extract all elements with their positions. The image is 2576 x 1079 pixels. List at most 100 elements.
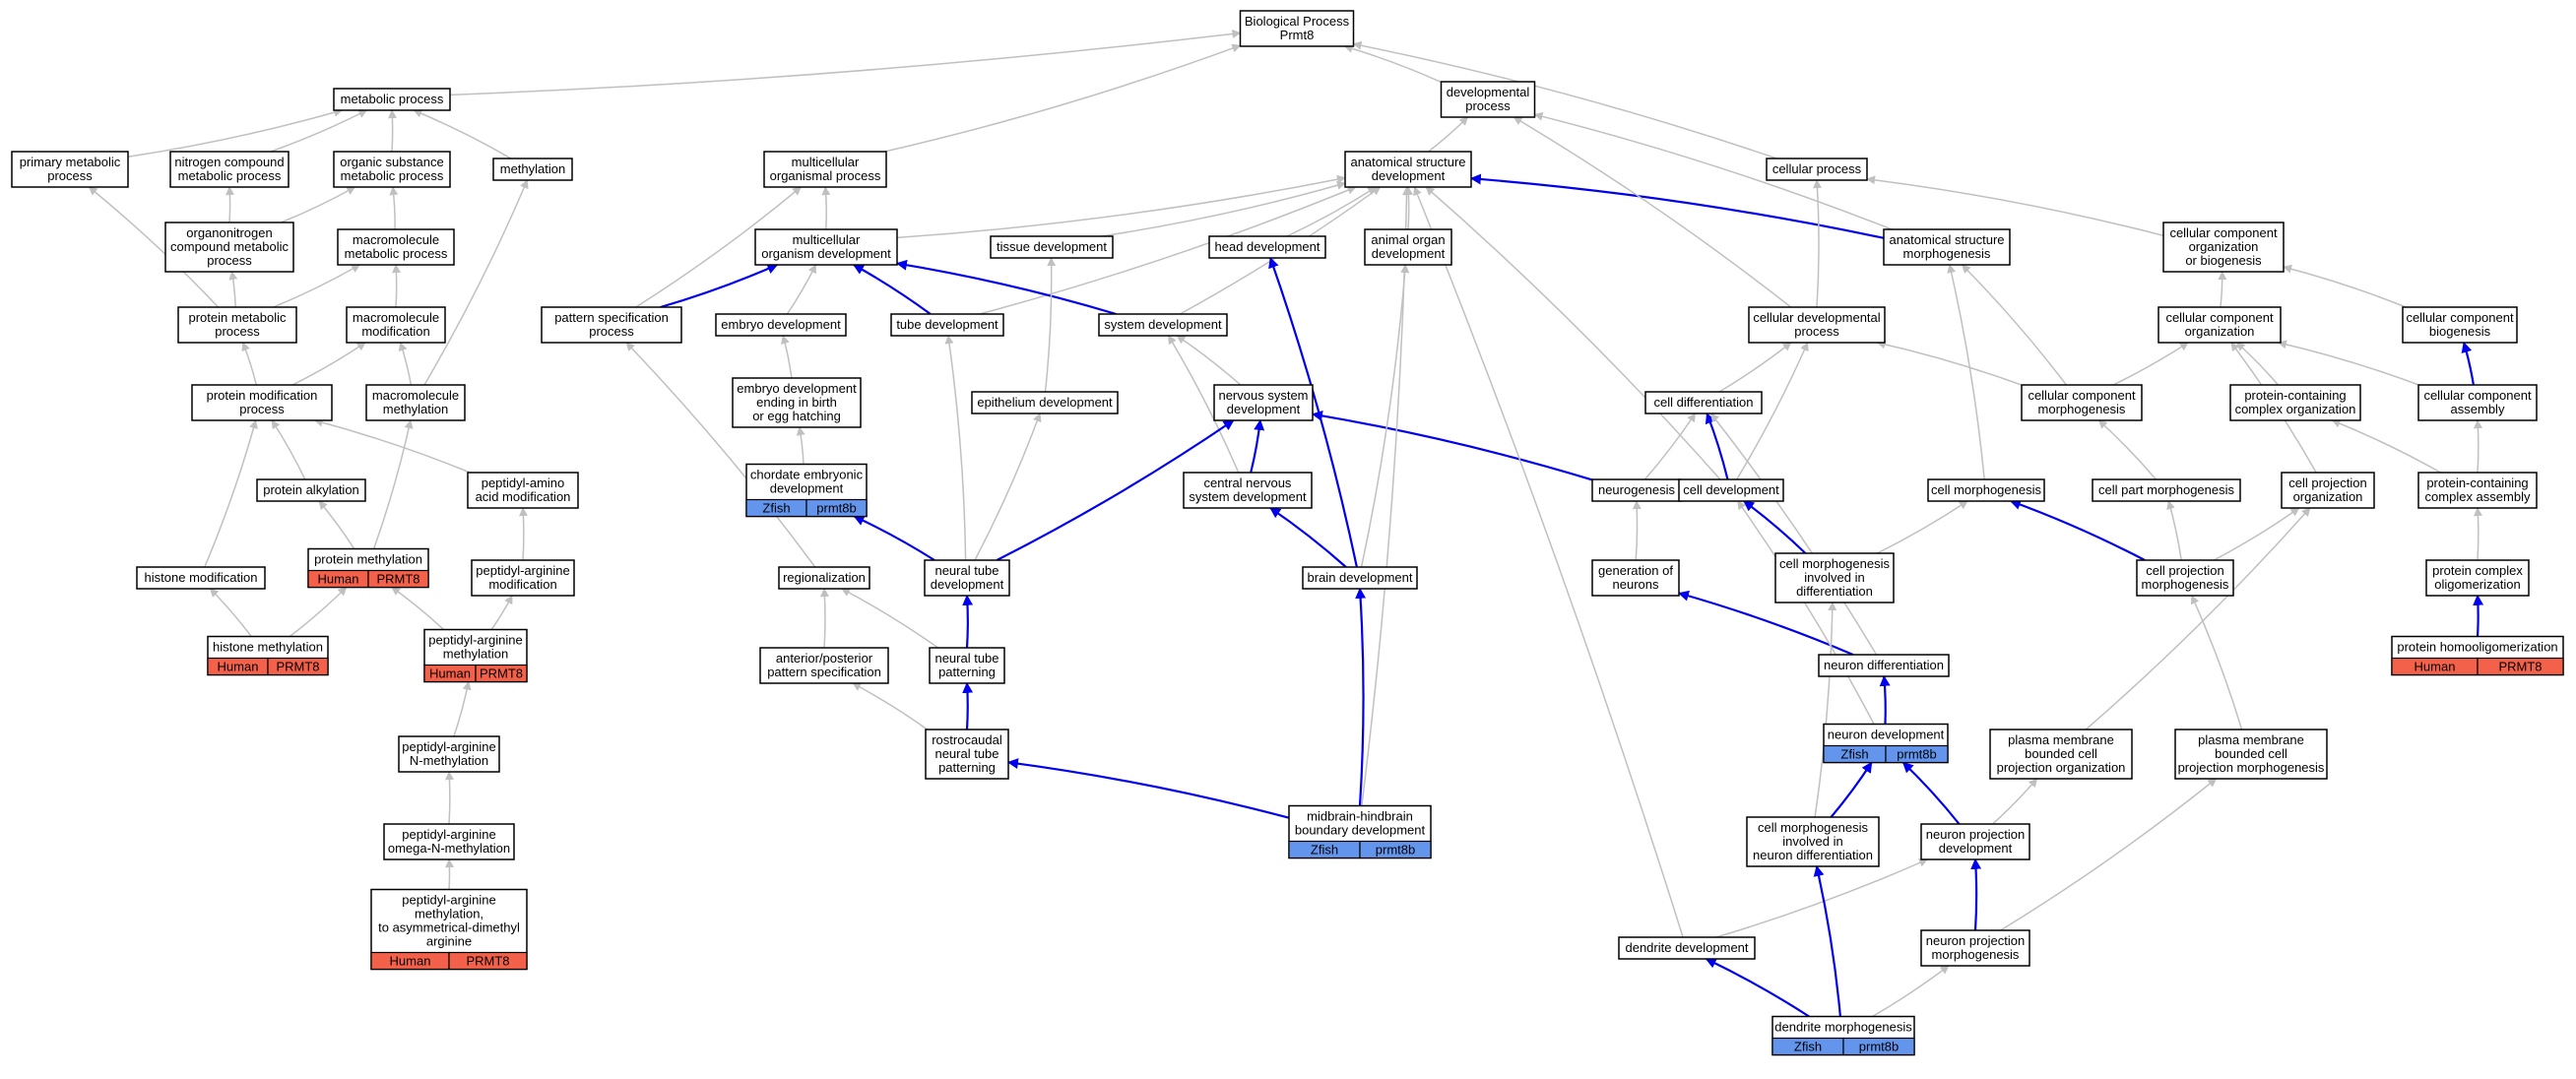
node-cell-development[interactable]: cell development <box>1678 478 1784 502</box>
node-label-line: anatomical structure <box>1350 155 1465 169</box>
node-box <box>2281 472 2375 509</box>
node-cell-part-morphogenesis[interactable]: cell part morphogenesis <box>2092 478 2241 502</box>
node-tissue-dev[interactable]: tissue development <box>990 235 1114 259</box>
node-label-line: morphogenesis <box>1903 246 1991 261</box>
node-embryo-dev[interactable]: embryo development <box>715 313 847 337</box>
node-box <box>1920 823 2030 860</box>
edge-cell_morphogenesis-to-anatomical_structure_morph <box>1947 264 1985 480</box>
edge-central_nervous_system_dev-to-nervous_system_dev <box>1250 418 1265 474</box>
node-box <box>346 306 446 344</box>
node-brain-dev[interactable]: brain development <box>1302 566 1418 590</box>
node-box <box>333 88 451 111</box>
node-histone-modification[interactable]: histone modification <box>136 566 266 590</box>
node-regionalization[interactable]: regionalization <box>778 566 870 590</box>
node-head-dev[interactable]: head development <box>1208 235 1326 259</box>
node-label-line: neuron differentiation <box>1824 658 1944 672</box>
node-box <box>398 735 500 773</box>
node-label-line: macromolecule <box>372 388 459 403</box>
node-label-line: modification <box>361 324 429 339</box>
node-label-line: pattern specification <box>554 310 669 325</box>
node-label-line: plasma membrane <box>2198 732 2304 747</box>
node-system-dev[interactable]: system development <box>1098 313 1228 337</box>
node-label-line: bounded cell <box>2025 746 2097 761</box>
node-box <box>2425 559 2530 597</box>
node-neuron-differentiation[interactable]: neuron differentiation <box>1818 654 1950 677</box>
node-methylation[interactable]: methylation <box>492 158 573 181</box>
node-label-line: cell part morphogenesis <box>2098 482 2235 497</box>
node-neurogenesis[interactable]: neurogenesis <box>1591 478 1682 502</box>
node-label-line: histone methylation <box>213 640 323 655</box>
node-cell-differentiation[interactable]: cell differentiation <box>1644 391 1763 414</box>
edge-dendrite_morph-to-neuron_projection_morph <box>1872 965 1950 1018</box>
node-cellular-process[interactable]: cellular process <box>1766 158 1868 181</box>
edge-brain_dev-to-animal_organ_dev <box>1360 264 1410 568</box>
node-tube-dev[interactable]: tube development <box>890 313 1004 337</box>
gene-label: prmt8b <box>816 501 856 516</box>
node-cell-morphogenesis[interactable]: cell morphogenesis <box>1927 478 2045 502</box>
node-epithelium-dev[interactable]: epithelium development <box>971 391 1119 414</box>
edge-epithelium_dev-to-tissue_dev <box>1044 257 1057 393</box>
node-dendrite-dev[interactable]: dendrite development <box>1618 936 1756 960</box>
node-metabolic[interactable]: metabolic process <box>333 88 451 111</box>
edge-nervous_system_dev-to-system_dev <box>1176 335 1242 386</box>
node-protein-alkylation[interactable]: protein alkylation <box>256 478 366 502</box>
node-label-line: methylation <box>443 647 508 662</box>
node-box <box>1644 391 1763 414</box>
